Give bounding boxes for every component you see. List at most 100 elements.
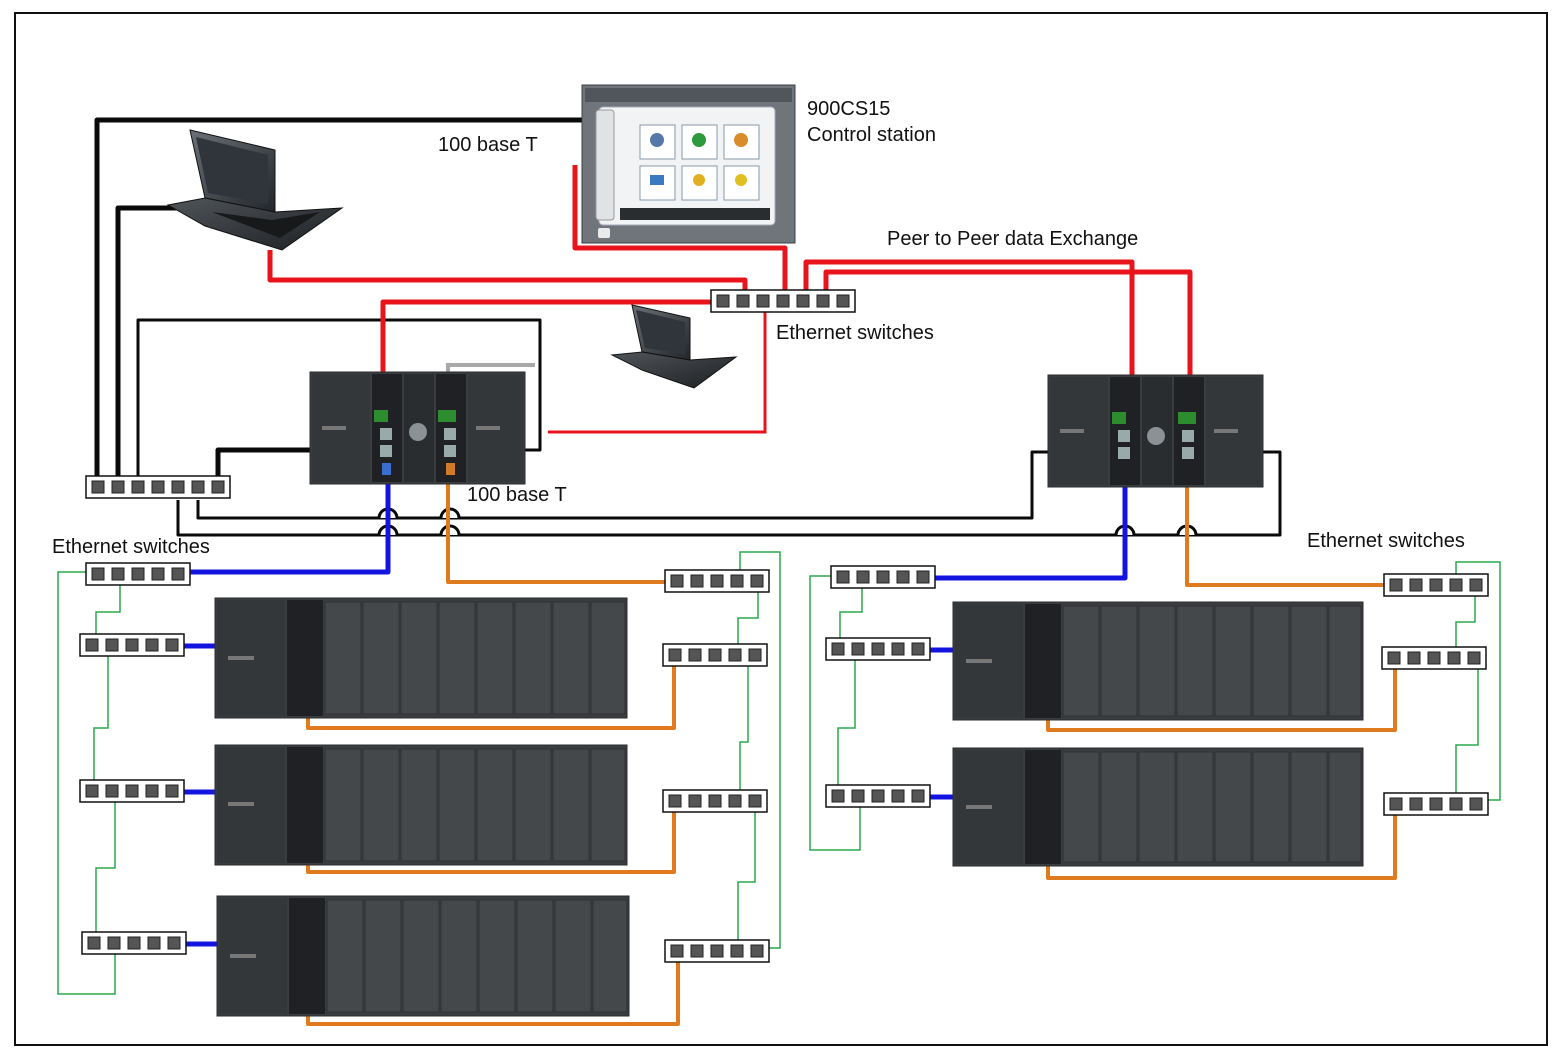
cable-switch-to-laptop bbox=[115, 205, 205, 483]
switch-port bbox=[1467, 651, 1481, 665]
io-rack-icon-2 bbox=[214, 744, 628, 866]
switch-port bbox=[91, 480, 105, 494]
switch-port bbox=[911, 789, 925, 803]
switch-port bbox=[851, 789, 865, 803]
link-speed-label-top: 100 base T bbox=[438, 134, 538, 156]
switch-port bbox=[891, 642, 905, 656]
cable-switch-to-control-station bbox=[94, 117, 585, 483]
control-station-name-label: Control station bbox=[807, 124, 936, 146]
green-ring-cables bbox=[57, 551, 1501, 995]
switch-port bbox=[688, 648, 702, 662]
switch-port bbox=[125, 784, 139, 798]
switch-port bbox=[167, 936, 181, 950]
switch-port bbox=[1429, 578, 1443, 592]
cable-station-to-switch bbox=[572, 165, 788, 300]
switch-port bbox=[688, 794, 702, 808]
switch-port bbox=[171, 567, 185, 581]
control-station-model-label: 900CS15 bbox=[807, 98, 891, 120]
switches-right-label: Ethernet switches bbox=[1307, 530, 1465, 552]
switch-port bbox=[147, 936, 161, 950]
switch-port bbox=[1427, 651, 1441, 665]
controller-rack-icon-a bbox=[309, 371, 526, 485]
switch-port bbox=[91, 567, 105, 581]
switch-port bbox=[107, 936, 121, 950]
red-cables bbox=[267, 165, 1193, 435]
switch-port bbox=[736, 294, 750, 308]
switch-port bbox=[131, 567, 145, 581]
switch-port bbox=[730, 574, 744, 588]
switch-port bbox=[1449, 578, 1463, 592]
switch-port bbox=[1447, 651, 1461, 665]
io-rack-icon-3 bbox=[216, 895, 630, 1017]
switch-port bbox=[796, 294, 810, 308]
switch-port bbox=[125, 638, 139, 652]
switch-port bbox=[871, 789, 885, 803]
switch-port bbox=[750, 574, 764, 588]
switch-port bbox=[1409, 797, 1423, 811]
switch-port bbox=[748, 648, 762, 662]
switch-port bbox=[756, 294, 770, 308]
cable-switch-to-controller-b bbox=[803, 259, 1135, 435]
switch-port bbox=[85, 638, 99, 652]
switch-port bbox=[916, 570, 930, 584]
cable-laptop-to-switch bbox=[267, 250, 748, 300]
cable-switch-to-controller-b2 bbox=[823, 269, 1193, 435]
switch-port bbox=[1387, 651, 1401, 665]
switch-port bbox=[690, 944, 704, 958]
switch-port bbox=[87, 936, 101, 950]
switch-port bbox=[211, 480, 225, 494]
switch-port bbox=[111, 480, 125, 494]
switch-port bbox=[127, 936, 141, 950]
switch-port bbox=[836, 294, 850, 308]
switch-port bbox=[730, 944, 744, 958]
switch-port bbox=[836, 570, 850, 584]
touch-panel-icon bbox=[581, 84, 796, 244]
io-rack-icon-1 bbox=[214, 597, 628, 719]
switch-port bbox=[716, 294, 730, 308]
switch-port bbox=[151, 567, 165, 581]
switch-port bbox=[668, 648, 682, 662]
switch-port bbox=[151, 480, 165, 494]
switch-port bbox=[165, 638, 179, 652]
switch-port bbox=[831, 789, 845, 803]
switch-port bbox=[750, 944, 764, 958]
switch-port bbox=[105, 784, 119, 798]
switch-port bbox=[728, 794, 742, 808]
switch-port bbox=[670, 574, 684, 588]
switch-port bbox=[171, 480, 185, 494]
switch-port bbox=[851, 642, 865, 656]
switch-port bbox=[708, 648, 722, 662]
io-rack-icon-5 bbox=[952, 747, 1364, 867]
red-thin-cables bbox=[548, 300, 767, 434]
switch-port bbox=[876, 570, 890, 584]
laptop-icon bbox=[166, 129, 344, 251]
laptop-icon-service bbox=[610, 304, 738, 389]
switch-port bbox=[1429, 797, 1443, 811]
switch-port bbox=[85, 784, 99, 798]
switch-port bbox=[710, 944, 724, 958]
switch-port bbox=[668, 794, 682, 808]
switch-port bbox=[891, 789, 905, 803]
switch-port bbox=[1469, 797, 1483, 811]
switch-port bbox=[748, 794, 762, 808]
switch-port bbox=[1449, 797, 1463, 811]
switches-left-label: Ethernet switches bbox=[52, 536, 210, 558]
switch-port bbox=[831, 642, 845, 656]
controller-rack-icon-b bbox=[1047, 374, 1264, 488]
switch-port bbox=[856, 570, 870, 584]
switch-port bbox=[871, 642, 885, 656]
switch-port bbox=[710, 574, 724, 588]
switch-port bbox=[1389, 797, 1403, 811]
switch-port bbox=[816, 294, 830, 308]
diagram-frame bbox=[14, 12, 1548, 1046]
switch-port bbox=[1389, 578, 1403, 592]
switches-center-label: Ethernet switches bbox=[776, 322, 934, 344]
peer-exchange-label: Peer to Peer data Exchange bbox=[887, 228, 1139, 250]
link-speed-label-mid: 100 base T bbox=[467, 484, 567, 506]
switch-port bbox=[145, 784, 159, 798]
switch-port bbox=[165, 784, 179, 798]
switch-port bbox=[145, 638, 159, 652]
ethernet-switch-icons bbox=[79, 289, 1489, 963]
switch-port bbox=[1407, 651, 1421, 665]
